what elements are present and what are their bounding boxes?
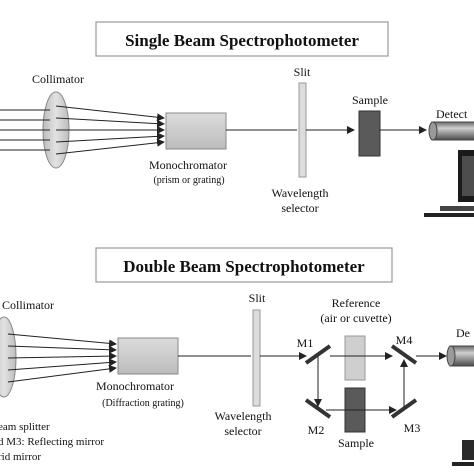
legend-line-3: rid mirror (0, 451, 41, 463)
mirror-m3 (390, 398, 418, 419)
double-detector-window (446, 345, 456, 367)
double-title-box (95, 247, 393, 283)
mirror-m4 (390, 344, 418, 365)
single-incoming-rays (0, 109, 50, 151)
single-monochromator-label: Monochromator (149, 158, 227, 172)
single-wavelength-label: Wavelength (271, 186, 328, 200)
double-monochromator-box (117, 337, 179, 375)
single-detector-tube (431, 121, 474, 141)
single-computer-icon (424, 150, 474, 217)
double-reference-sub: (air or cuvette) (320, 311, 391, 325)
single-collimator-label: Collimator (32, 72, 84, 86)
double-reference-cell (344, 335, 366, 381)
double-wavelength-label: Wavelength (214, 409, 271, 423)
single-monochromator-sub: (prism or grating) (153, 175, 224, 186)
double-title: Double Beam Spectrophotometer (123, 257, 365, 276)
legend-line-1: eam splitter (0, 421, 50, 433)
double-slit (252, 309, 261, 407)
m1-label: M1 (297, 336, 314, 350)
mirror-m2 (304, 398, 332, 419)
double-sample-label: Sample (338, 436, 374, 450)
single-slit-label: Slit (294, 65, 311, 79)
double-beam-section: Double Beam Spectrophotometer Collimator… (0, 247, 474, 466)
single-collimated-rays (55, 105, 165, 155)
single-sample-cell (358, 110, 381, 157)
double-detector-label: De (456, 326, 470, 340)
mirror-m1 (304, 344, 332, 365)
single-beam-section: Single Beam Spectrophotometer Collimator… (0, 21, 474, 217)
single-selector-label: selector (281, 201, 318, 215)
single-detector-label: Detect (436, 107, 468, 121)
double-collimator-lens (0, 316, 17, 398)
m3-label: M3 (404, 421, 421, 435)
single-slit (298, 82, 307, 178)
double-monochromator-label: Monochromator (96, 379, 174, 393)
double-slit-label: Slit (249, 291, 266, 305)
double-computer-icon (452, 440, 474, 466)
double-selector-label: selector (224, 424, 261, 438)
double-beam-paths (314, 352, 447, 414)
single-title: Single Beam Spectrophotometer (125, 31, 359, 50)
double-collimated-rays (7, 333, 117, 383)
double-monochromator-sub: (Diffraction grating) (102, 398, 184, 409)
double-collimator-label: Collimator (2, 298, 54, 312)
legend-line-2: d M3: Reflecting mirror (0, 436, 104, 448)
single-sample-label: Sample (352, 93, 388, 107)
single-title-box (95, 21, 389, 57)
single-detector-window (428, 121, 438, 141)
single-monochromator-box (165, 112, 227, 150)
m2-label: M2 (308, 423, 325, 437)
m4-label: M4 (396, 333, 413, 347)
double-reference-label: Reference (332, 296, 381, 310)
